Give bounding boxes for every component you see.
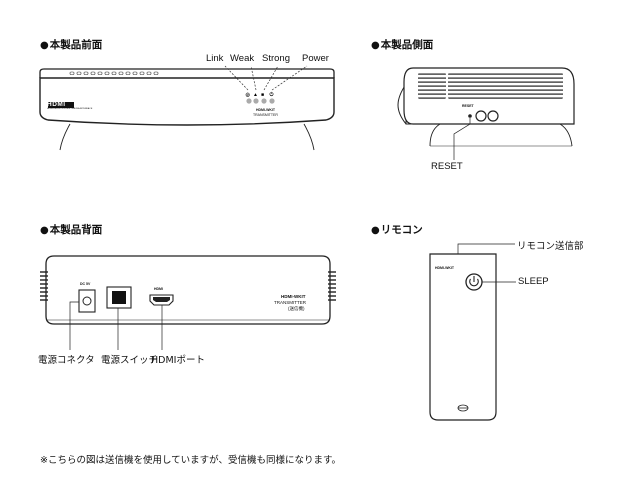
back-type-label: TRANSMITTER [274,300,306,305]
hdmi-logo: HDMI [47,101,66,108]
dc-label: DC 5V [80,282,91,286]
remote-title-text: リモコン [380,224,423,236]
power-switch-label: 電源スイッチ [101,355,159,366]
front-section-title: ●本製品前面 [40,37,102,52]
back-sub-label: (送信機) [288,306,305,311]
hdmi-port-label: HDMIポート [151,355,205,366]
footnote: ※こちらの図は送信機を使用していますが、受信機も同様になります。 [40,455,342,466]
power-connector-label: 電源コネクタ [38,355,95,366]
link-label: Link [206,53,224,64]
bullet-icon: ● [40,40,49,51]
svg-text:◎: ◎ [246,92,251,98]
remote-model-label: HDMI-WKIT [435,266,455,270]
svg-text:⏻: ⏻ [270,92,274,98]
side-device-drawing [397,67,575,160]
back-model-label: HDMI-WKIT [281,294,306,299]
bullet-icon: ● [371,40,380,51]
side-section-title: ●本製品側面 [371,37,433,52]
bullet-icon: ● [371,225,380,236]
back-section-title: ●本製品背面 [40,222,102,237]
power-label: Power [302,53,329,64]
front-led-indicators: ◎ ▲ ■ ⏻ [246,92,275,104]
svg-text:■: ■ [261,92,264,98]
bullet-icon: ● [40,225,49,236]
front-model-label: HDMI-WKIT [256,108,276,112]
remote-drawing [429,243,516,421]
sleep-label: SLEEP [518,276,549,287]
weak-label: Weak [230,53,255,64]
hdmi-logo-subtext: HIGH-DEFINITION MULTIMEDIA INTERFACE [47,108,93,110]
front-type-label: TRANSMITTER [253,113,278,117]
side-title-text: 本製品側面 [380,39,434,51]
svg-text:▲: ▲ [253,92,258,98]
front-title-text: 本製品前面 [49,39,103,51]
front-device-drawing: ◎ ▲ ■ ⏻ [39,65,335,151]
back-device-drawing [40,255,336,350]
reset-small-label: RESET [462,104,474,108]
reset-label: RESET [431,161,463,172]
hdmi-port-small-label: HDMI [154,287,163,291]
remote-section-title: ●リモコン [371,222,423,237]
strong-label: Strong [262,53,290,64]
back-title-text: 本製品背面 [49,224,103,236]
remote-sender-label: リモコン送信部 [517,241,584,252]
